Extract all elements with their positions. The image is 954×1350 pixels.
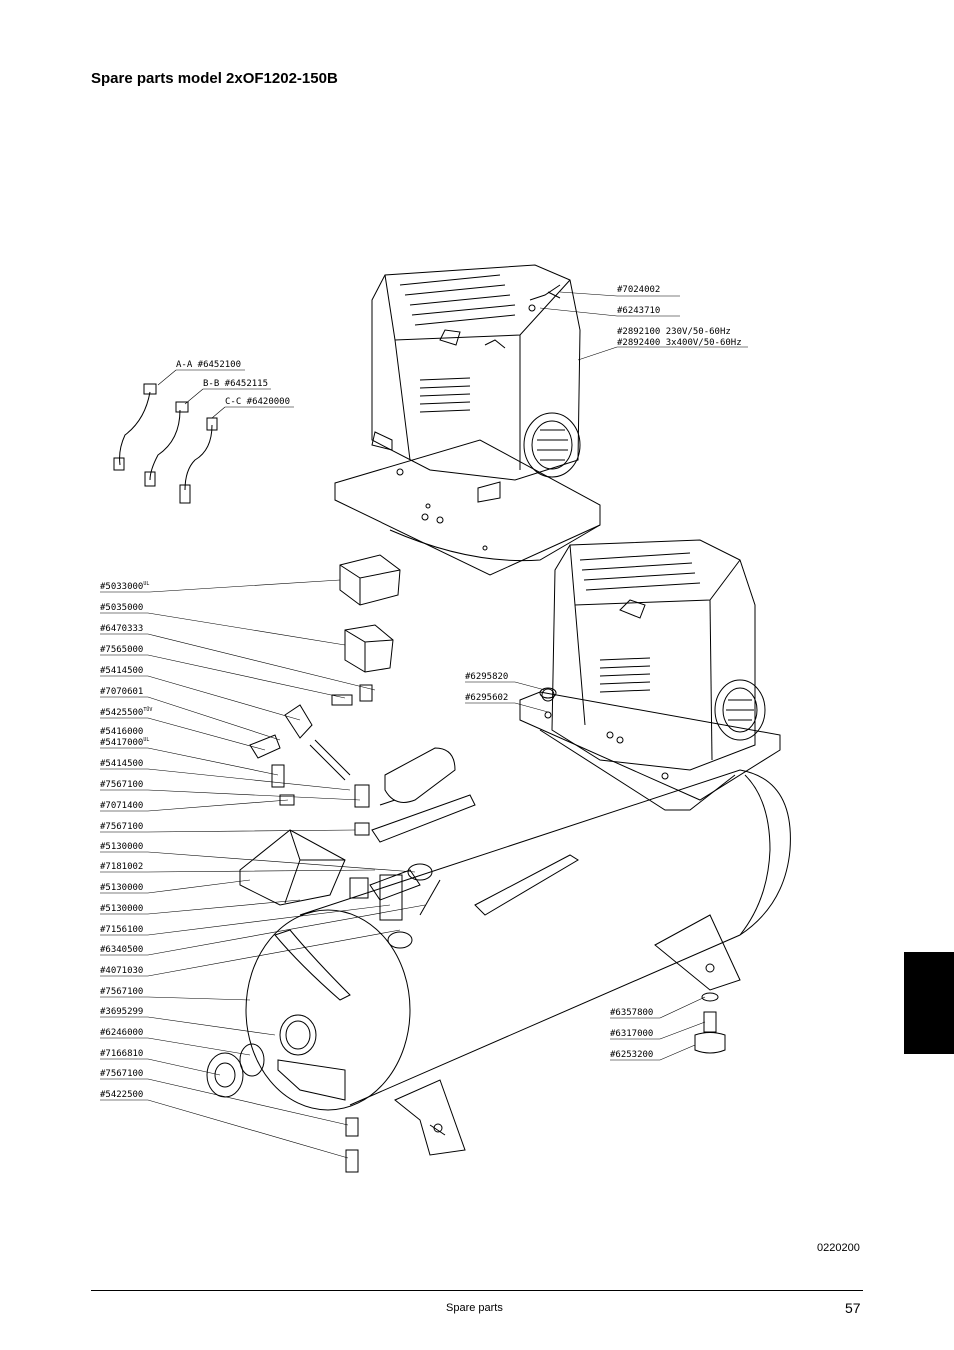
callout-label: #7567100	[100, 822, 143, 832]
svg-text:#5417000UL: #5417000UL	[100, 737, 149, 748]
callout-label: #6470333	[100, 624, 143, 634]
svg-text:#5033000UL: #5033000UL	[100, 581, 149, 592]
callout-label: #2892100 230V/50-60Hz	[617, 327, 731, 337]
callout-label: #5422500	[100, 1090, 143, 1100]
pressure-switch-cluster	[239, 554, 579, 949]
callout-label: #4071030	[100, 966, 143, 976]
page-number: 57	[845, 1300, 861, 1316]
callout-label: #6295602	[465, 693, 508, 703]
callout-label: #7070601	[100, 687, 143, 697]
chapter-tab	[904, 952, 954, 1054]
callout-label: #6253200	[610, 1050, 653, 1060]
callout-superscript: TÜV	[143, 706, 152, 713]
callout-label: #6295820	[465, 672, 508, 682]
hose-label-b: B-B #6452115	[203, 379, 268, 389]
callout-label: #6246000	[100, 1028, 143, 1038]
callout-label: #5414500	[100, 759, 143, 769]
callout-superscript: UL	[143, 581, 149, 587]
callout-label: #7567100	[100, 987, 143, 997]
callout-label: #2892400 3x400V/50-60Hz	[617, 338, 742, 348]
callouts-middle-right: #6295820 #6295602	[465, 672, 508, 703]
hose-label-c: C-C #6420000	[225, 397, 290, 407]
callout-label: #5130000	[100, 842, 143, 852]
hose-illustrations	[113, 383, 218, 504]
callout-label: #7567100	[100, 1069, 143, 1079]
callout-label: #6243710	[617, 306, 660, 316]
callout-label: #5416000	[100, 727, 143, 737]
callout-label: #6357800	[610, 1008, 653, 1018]
bottom-compressor-illustration	[519, 539, 781, 811]
callout-label: #5414500	[100, 666, 143, 676]
air-receiver-tank	[245, 769, 791, 1156]
callout-label: #6340500	[100, 945, 143, 955]
callouts-top-right: #7024002 #6243710 #2892100 230V/50-60Hz …	[617, 285, 742, 348]
callout-label: #7565000	[100, 645, 143, 655]
callout-label: #7166810	[100, 1049, 143, 1059]
callouts-bottom-right: #6357800 #6317000 #6253200	[610, 1008, 653, 1060]
callout-label: #5425500	[100, 708, 143, 718]
small-parts	[206, 687, 726, 1173]
top-compressor-illustration	[334, 264, 601, 576]
callout-label: #5130000	[100, 883, 143, 893]
footer-section-title: Spare parts	[446, 1302, 503, 1314]
leader-lines	[100, 291, 748, 1159]
footer-divider	[91, 1290, 863, 1291]
document-number: 0220200	[817, 1242, 860, 1254]
callout-label: #5417000	[100, 738, 143, 748]
callout-label: #7156100	[100, 925, 143, 935]
callout-label: #5033000	[100, 582, 143, 592]
hose-label-a: A-A #6452100	[176, 360, 241, 370]
callout-label: #6317000	[610, 1029, 653, 1039]
callout-label: #7567100	[100, 780, 143, 790]
page-title: Spare parts model 2xOF1202-150B	[91, 70, 338, 87]
callout-label: #7181002	[100, 862, 143, 872]
callout-label: #5035000	[100, 603, 143, 613]
callout-label: #7071400	[100, 801, 143, 811]
callout-superscript: UL	[143, 737, 149, 743]
hose-callouts: A-A #6452100 B-B #6452115 C-C #6420000	[176, 360, 290, 407]
callout-label: #3695299	[100, 1007, 143, 1017]
callout-label: #5130000	[100, 904, 143, 914]
svg-text:#5425500TÜV: #5425500TÜV	[100, 706, 152, 718]
callout-label: #7024002	[617, 285, 660, 295]
callouts-left-column: #5033000UL #5035000 #6470333 #7565000 #5…	[100, 581, 152, 1100]
